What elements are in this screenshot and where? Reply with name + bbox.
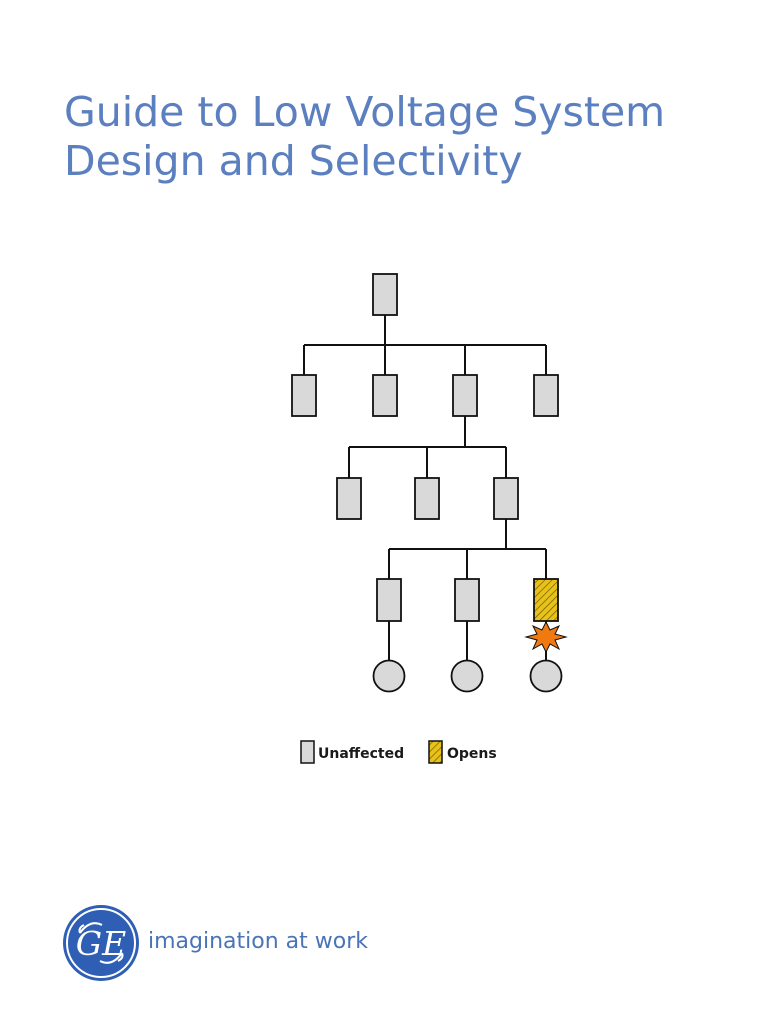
- legend-opens-swatch: [428, 740, 443, 764]
- load-3: [529, 659, 563, 693]
- breaker-main: [372, 273, 398, 316]
- load-1: [372, 659, 406, 693]
- document-title: Guide to Low Voltage System Design and S…: [64, 88, 724, 186]
- breaker-feeder-2: [372, 374, 398, 417]
- breakers: [291, 273, 559, 622]
- title-line-2: Design and Selectivity: [64, 137, 523, 185]
- breaker-feeder-1: [291, 374, 317, 417]
- brand-tagline: imagination at work: [148, 929, 368, 954]
- fault-burst-icon: [524, 620, 568, 654]
- breaker-sub-3: [493, 477, 519, 520]
- load-2: [450, 659, 484, 693]
- legend-unaffected-label: Unaffected: [318, 746, 405, 762]
- breaker-feeder-4: [533, 374, 559, 417]
- logo-text: GE: [76, 924, 126, 963]
- breaker-sub-1: [336, 477, 362, 520]
- title-line-1: Guide to Low Voltage System: [64, 88, 666, 136]
- breaker-branch-1: [376, 578, 402, 622]
- breaker-branch-open: [533, 578, 559, 622]
- breaker-branch-2: [454, 578, 480, 622]
- ge-logo-icon: GE: [63, 905, 139, 981]
- breaker-sub-2: [414, 477, 440, 520]
- loads: [372, 659, 563, 693]
- legend-opens-label: Opens: [447, 746, 497, 762]
- breaker-feeder-3: [452, 374, 478, 417]
- legend-unaffected-swatch: [300, 740, 315, 764]
